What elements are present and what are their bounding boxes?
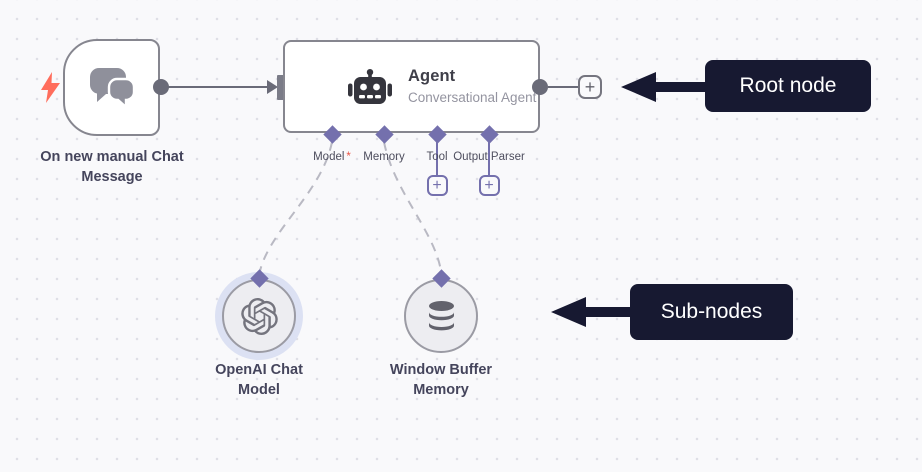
tool-stub-line [435, 140, 439, 176]
arrow-left-icon [551, 297, 586, 327]
output-stub-line [548, 85, 578, 88]
openai-node-label: OpenAI Chat Model [215, 362, 303, 398]
trigger-output-port[interactable] [153, 79, 169, 95]
plus-icon: + [432, 176, 442, 194]
plus-icon: + [584, 76, 596, 97]
robot-icon [348, 69, 392, 104]
trigger-node-label: On new manual Chat Message [40, 149, 184, 185]
connection-arrowhead-icon [267, 80, 278, 94]
add-node-button[interactable]: + [578, 74, 602, 99]
lightning-bolt-icon [41, 72, 60, 103]
sub-nodes-arrow-shaft [582, 307, 632, 317]
connection-main [168, 85, 270, 88]
database-icon [428, 300, 454, 330]
root-node-arrow-shaft [652, 82, 707, 92]
port-label-output-parser: Output Parser [453, 151, 525, 163]
agent-title: Agent [408, 67, 456, 85]
agent-output-port[interactable] [532, 79, 548, 95]
add-tool-button[interactable]: + [426, 175, 448, 196]
openai-chat-model-node[interactable] [222, 279, 296, 353]
sub-nodes-annotation-label: Sub-nodes [660, 300, 763, 323]
agent-node[interactable] [283, 40, 540, 133]
agent-input-port[interactable] [277, 75, 287, 100]
root-node-annotation-label: Root node [739, 74, 837, 97]
trigger-node[interactable] [63, 39, 160, 136]
chat-bubbles-icon [89, 67, 135, 109]
arrow-left-icon [621, 72, 656, 102]
root-node-annotation: Root node [705, 60, 871, 112]
add-output-parser-button[interactable]: + [478, 175, 500, 196]
port-label-tool: Tool [426, 151, 448, 163]
port-label-memory: Memory [363, 151, 405, 163]
memory-node-label: Window Buffer Memory [389, 362, 493, 398]
openai-logo-icon [240, 297, 278, 335]
sub-nodes-annotation: Sub-nodes [630, 284, 793, 340]
window-buffer-memory-node[interactable] [404, 279, 478, 353]
agent-subtitle: Conversational Agent [408, 90, 537, 105]
required-asterisk: * [346, 151, 351, 163]
plus-icon: + [484, 176, 494, 194]
port-label-model: Model* [313, 151, 351, 163]
output-parser-stub-line [487, 140, 491, 176]
